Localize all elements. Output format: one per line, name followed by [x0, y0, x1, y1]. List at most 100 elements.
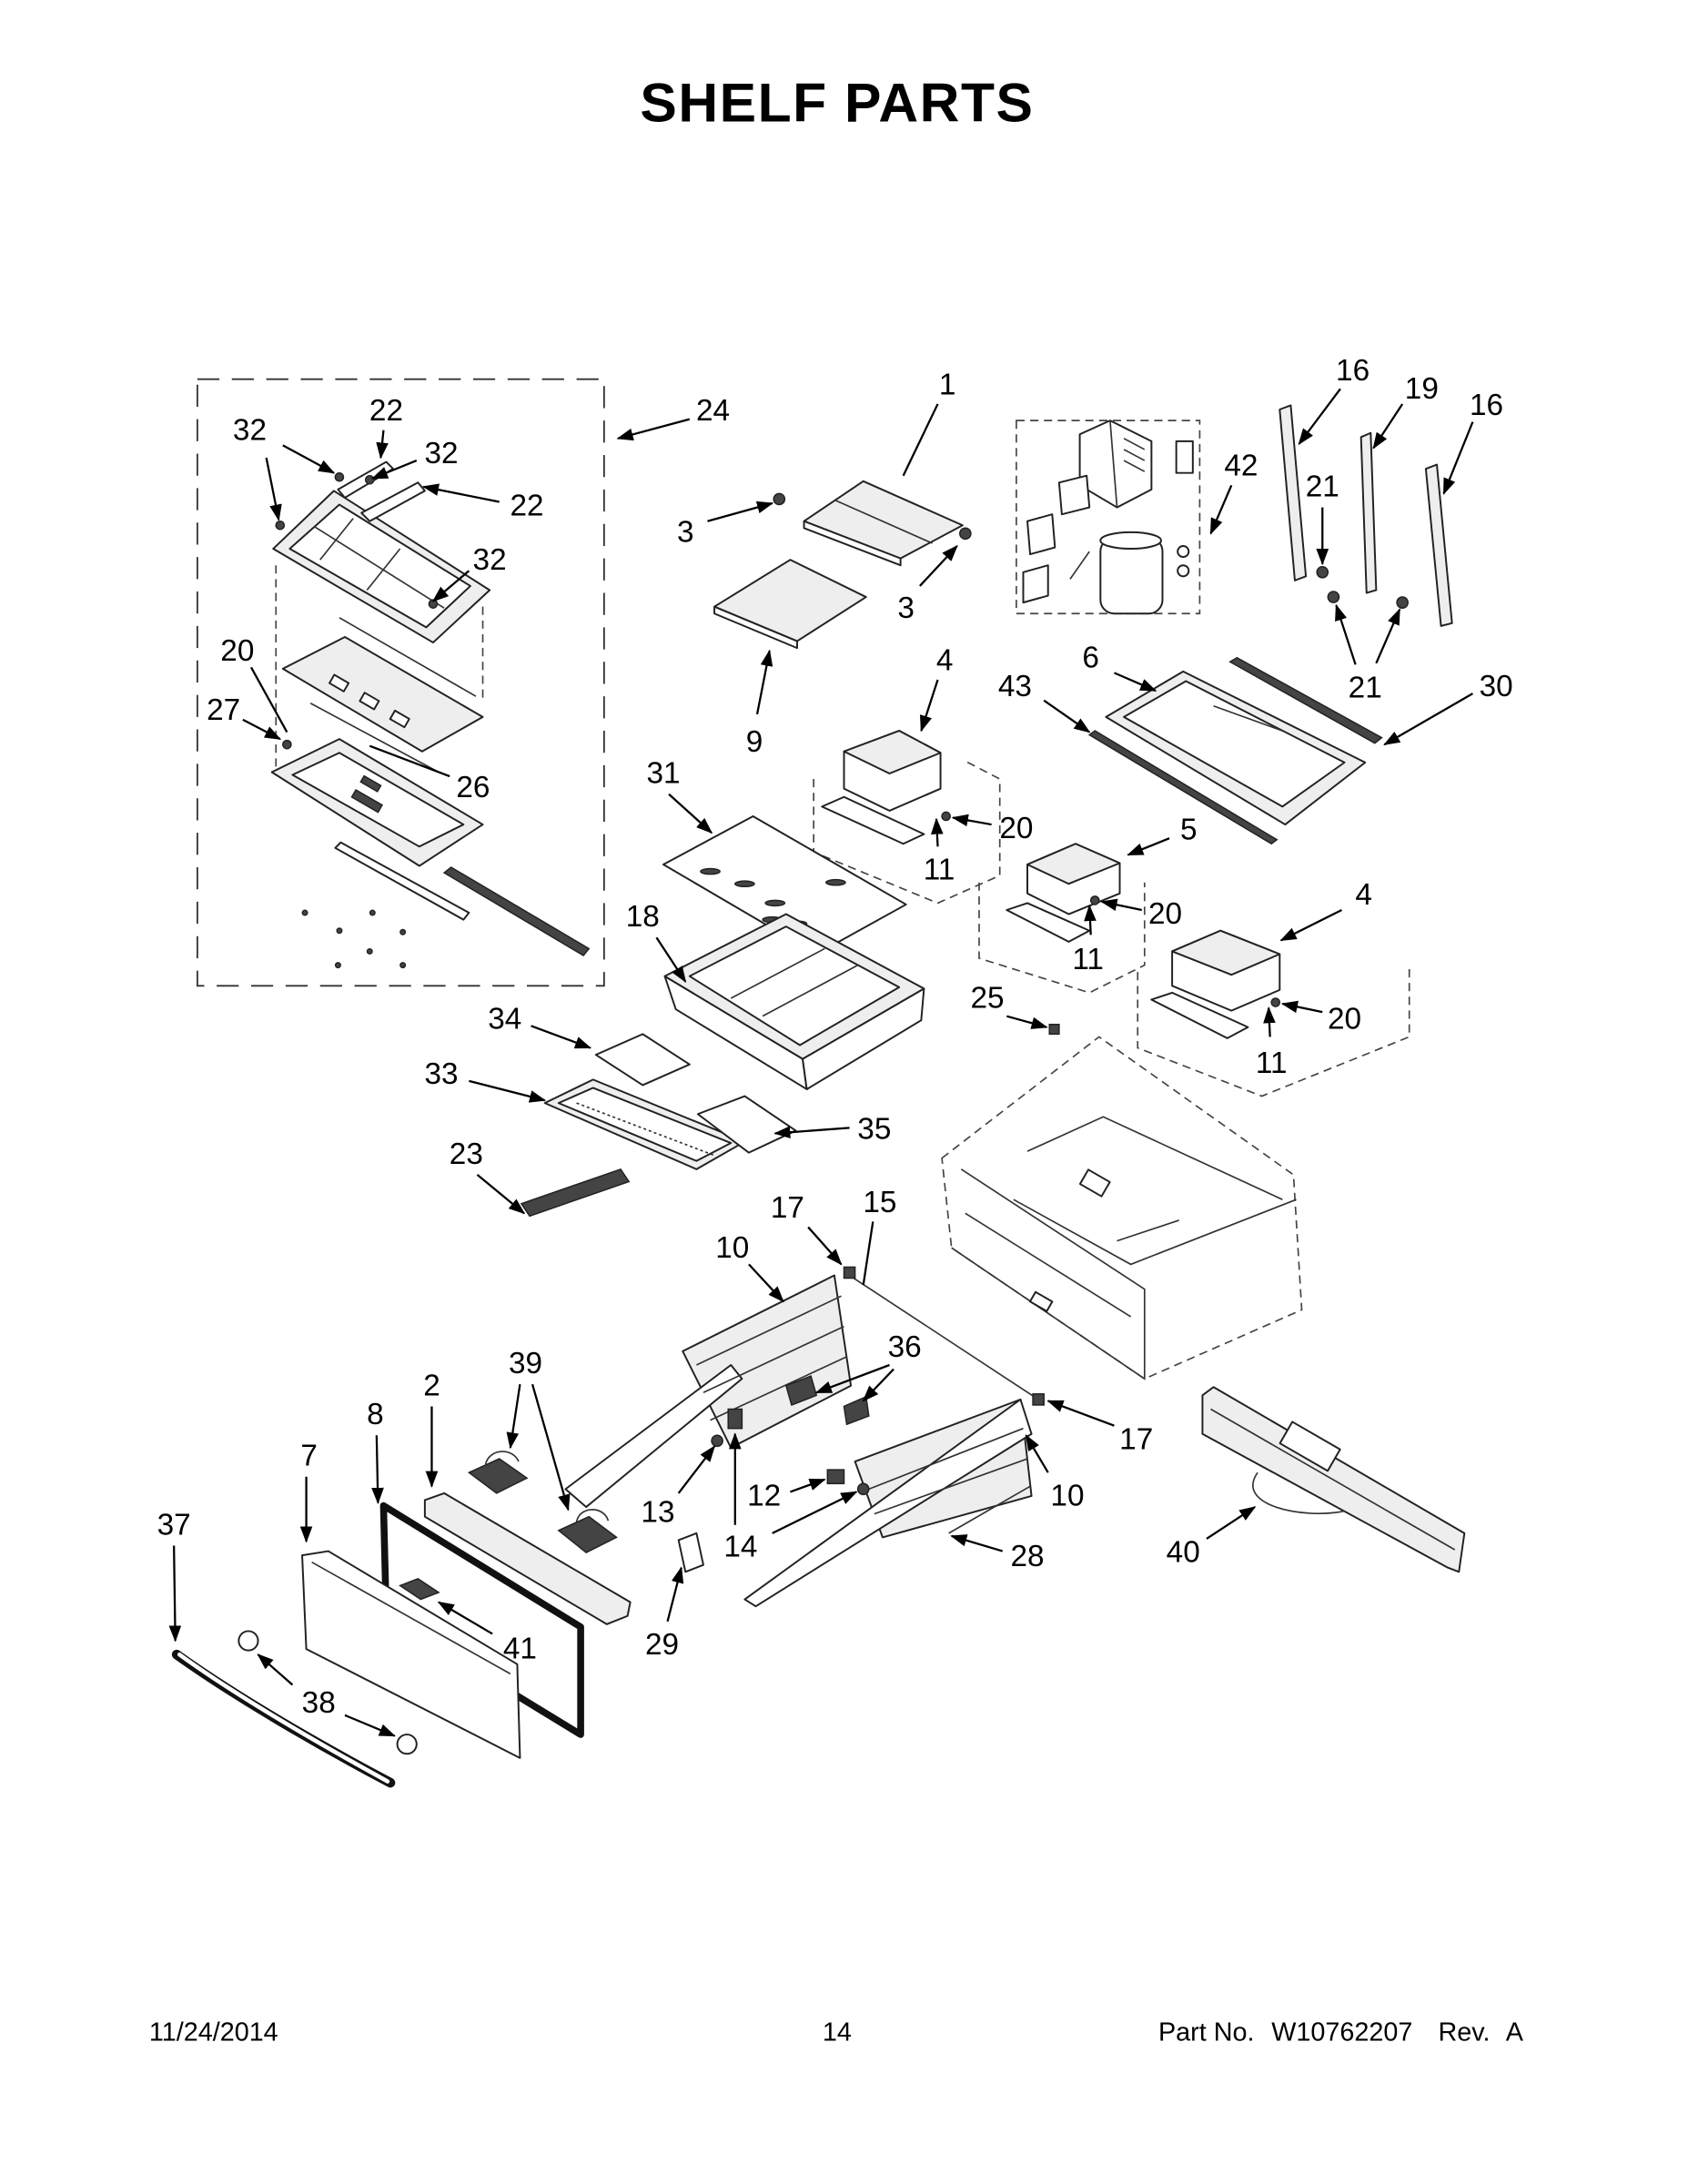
part-14 [856, 1482, 870, 1496]
fastener-dots [301, 909, 407, 969]
rail-16-left [1279, 404, 1308, 581]
callout-label: 13 [641, 1496, 674, 1530]
callout-label: 24 [696, 394, 730, 428]
leader-arrow [437, 1601, 493, 1635]
leader-arrow [902, 403, 939, 477]
callout-label: 1 [939, 368, 956, 401]
leader-arrow [370, 460, 418, 480]
screw-3-icon [773, 492, 786, 506]
callout-label: 27 [207, 693, 240, 727]
callout-label: 10 [1050, 1480, 1084, 1513]
callout-label: 22 [369, 394, 403, 428]
part-36 [843, 1395, 870, 1426]
bushing-17 [1032, 1393, 1045, 1406]
leader-arrow [1043, 699, 1091, 733]
leader-arrow [677, 1445, 715, 1494]
leader-arrow [506, 1384, 521, 1450]
callout-label: 41 [503, 1633, 537, 1666]
callout-label: 34 [488, 1002, 521, 1036]
leader-arrow [421, 483, 500, 503]
callout-label: 20 [999, 812, 1033, 845]
leader-arrow [249, 666, 288, 733]
leader-arrow [772, 1491, 858, 1534]
leader-arrow [668, 793, 713, 834]
bin-5 [978, 843, 1146, 994]
leader-arrow [469, 1079, 547, 1103]
callout-label: 26 [456, 771, 490, 804]
callout-label: 14 [723, 1531, 757, 1564]
callout-label: 42 [1224, 450, 1258, 483]
slide-10-right [743, 1398, 1033, 1608]
callout-label: 43 [998, 670, 1032, 703]
screw-21-icon [1327, 591, 1340, 603]
callout-labels: 24 22 32 32 22 32 20 27 26 1 3 3 9 42 16… [157, 354, 1513, 1720]
callout-label: 35 [857, 1113, 891, 1147]
lower-shelf-frame-20 [270, 738, 484, 867]
ice-maker-kit-42 [1016, 420, 1201, 615]
leader-arrow [931, 817, 944, 847]
screw-20-icon [941, 811, 951, 822]
rail-22-lower [360, 481, 426, 522]
screw-32-icon [364, 474, 375, 485]
upper-shelf-assembly [272, 460, 491, 644]
leader-arrow [242, 718, 282, 741]
pad-34 [594, 1033, 691, 1087]
callout-label: 11 [1256, 1046, 1288, 1080]
bar-23 [520, 1168, 631, 1218]
leader-arrow [1006, 1015, 1048, 1029]
pad-35 [696, 1095, 797, 1154]
footer-part-number: W10762207 [1271, 2017, 1412, 2047]
page-footer: 11/24/2014 14 Part No. W10762207 Rev. A [149, 2017, 1524, 2047]
leader-arrow [257, 1653, 294, 1686]
leader-arrow [1025, 1433, 1049, 1473]
callout-label: 37 [157, 1508, 191, 1542]
screw-32-icon [334, 471, 345, 482]
leader-arrow [807, 1226, 843, 1266]
callout-label: 38 [302, 1686, 336, 1720]
leader-arrow [531, 1383, 571, 1512]
callout-label: 25 [971, 982, 1005, 1016]
callout-label: 3 [897, 592, 915, 625]
leader-arrows [168, 388, 1474, 1737]
callout-label: 5 [1180, 814, 1198, 847]
rail-19 [1359, 431, 1378, 594]
callout-label: 23 [450, 1138, 483, 1171]
callout-label: 17 [1119, 1422, 1153, 1456]
callout-label: 32 [425, 437, 459, 470]
screw-3-icon [959, 527, 972, 541]
part-36 [784, 1375, 818, 1406]
rod-lower-a [334, 841, 470, 921]
part-12 [826, 1469, 845, 1485]
footer-rev: A [1506, 2017, 1524, 2047]
footer-page-number: 14 [823, 2017, 852, 2047]
crisper-drawer-18 [663, 913, 925, 1090]
leader-arrow [371, 1435, 384, 1505]
callout-label: 30 [1480, 670, 1513, 703]
cap-38 [238, 1630, 259, 1652]
callout-label: 17 [771, 1191, 804, 1225]
leader-arrow [814, 1363, 890, 1394]
leader-arrow [1084, 904, 1097, 935]
callout-label: 2 [423, 1369, 440, 1402]
leader-arrow [1383, 693, 1473, 746]
leader-arrow [1335, 603, 1357, 665]
callout-label: 11 [924, 854, 955, 887]
leader-arrow [1209, 484, 1233, 535]
bin-4-lower [1137, 929, 1410, 1097]
leader-arrow [655, 936, 687, 984]
callout-label: 31 [646, 757, 680, 791]
leader-arrow [862, 1221, 874, 1286]
leader-arrow [1114, 672, 1157, 693]
leader-arrow [1280, 1000, 1323, 1014]
callout-label: 3 [677, 515, 694, 549]
callout-label: 40 [1167, 1536, 1200, 1570]
leader-arrow [1298, 388, 1341, 446]
leader-arrow [282, 444, 336, 474]
callout-label: 12 [747, 1480, 781, 1513]
callout-label: 19 [1405, 372, 1439, 406]
callout-label: 8 [367, 1398, 384, 1431]
rod-43 [1087, 730, 1279, 845]
handle-37 [171, 1649, 396, 1788]
callout-label: 39 [509, 1347, 542, 1380]
